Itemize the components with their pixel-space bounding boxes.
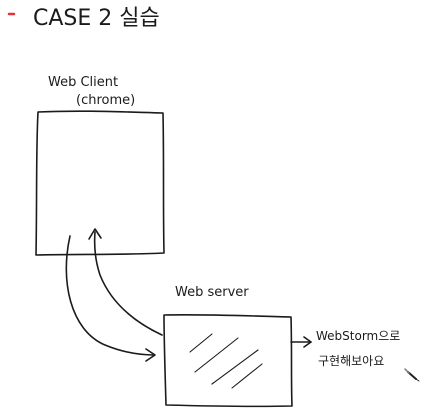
server-hatch-line xyxy=(194,337,239,373)
response-arrowhead xyxy=(88,228,102,240)
response-arrow xyxy=(93,231,163,336)
note-arrowhead xyxy=(303,336,312,348)
page-title: CASE 2 실습 xyxy=(33,6,160,31)
client-sublabel: (chrome) xyxy=(76,93,135,108)
server-hatch-line xyxy=(211,349,259,385)
pen-icon xyxy=(404,368,420,382)
server-box xyxy=(163,313,293,408)
client-label: Web Client xyxy=(48,75,118,90)
note-line2: 구현해보아요 xyxy=(318,354,384,368)
note-line1: WebStorm으로 xyxy=(316,329,400,343)
server-label: Web server xyxy=(175,285,249,300)
request-arrow xyxy=(65,235,155,356)
client-box xyxy=(35,110,165,256)
server-hatch-line xyxy=(189,333,213,353)
request-arrowhead xyxy=(145,348,156,362)
server-hatch-line xyxy=(231,363,263,389)
